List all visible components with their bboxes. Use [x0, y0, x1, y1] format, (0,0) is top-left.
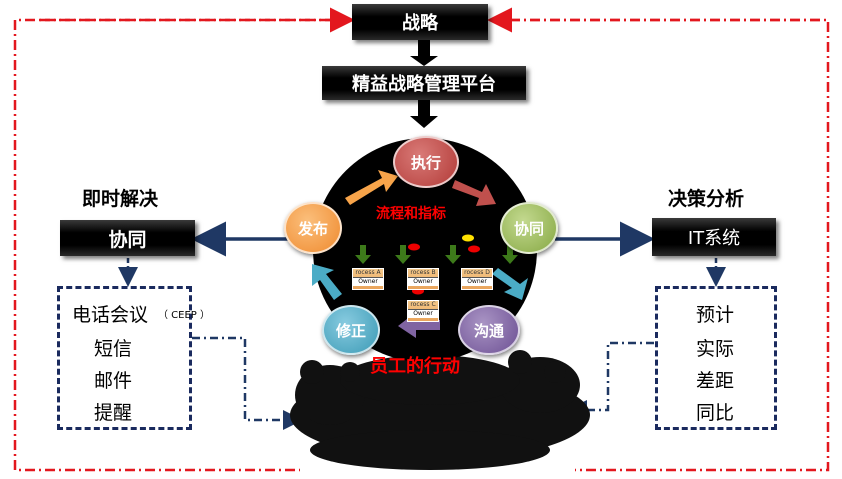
platform-box: 精益战略管理平台 — [322, 66, 526, 100]
left-coordinate-box: 协同 — [60, 220, 195, 256]
process-box-c: rocess C Owner — [407, 300, 439, 322]
process-metrics-label: 流程和指标 — [376, 206, 446, 222]
left-list-box — [57, 286, 192, 430]
process-b-label: rocess B — [410, 269, 436, 276]
process-c-owner: Owner — [408, 309, 438, 318]
crowd-silhouette — [290, 350, 590, 470]
left-note: （ CEEP ） — [158, 310, 211, 321]
left-item-0: 电话会议 — [72, 304, 149, 326]
right-item-3: 同比 — [696, 402, 735, 424]
right-title: 决策分析 — [668, 188, 745, 210]
node-communicate: 沟通 — [458, 305, 520, 355]
process-b-owner: Owner — [408, 277, 438, 286]
process-d-label: rocess D — [464, 269, 490, 276]
node-execute: 执行 — [393, 136, 459, 188]
right-item-2: 差距 — [696, 370, 735, 392]
employee-action-label: 员工的行动 — [370, 356, 460, 377]
process-box-b: rocess B Owner — [407, 268, 439, 290]
left-item-1: 短信 — [94, 338, 133, 360]
strategy-box: 战略 — [352, 4, 488, 40]
left-item-3: 提醒 — [94, 402, 133, 424]
process-box-a: rocess A Owner — [352, 268, 384, 290]
node-publish: 发布 — [284, 202, 342, 254]
right-it-box: IT系统 — [652, 218, 776, 256]
process-c-label: rocess C — [410, 301, 436, 308]
node-revise: 修正 — [322, 305, 380, 355]
right-list-box — [655, 286, 777, 430]
process-d-owner: Owner — [462, 277, 492, 286]
node-coordinate: 协同 — [500, 202, 558, 254]
right-item-1: 实际 — [696, 338, 735, 360]
process-a-label: rocess A — [355, 269, 381, 276]
left-item-2: 邮件 — [94, 370, 133, 392]
left-title: 即时解决 — [82, 188, 159, 210]
process-box-d: rocess D Owner — [461, 268, 493, 290]
process-a-owner: Owner — [353, 277, 383, 286]
right-item-0: 预计 — [696, 304, 735, 326]
